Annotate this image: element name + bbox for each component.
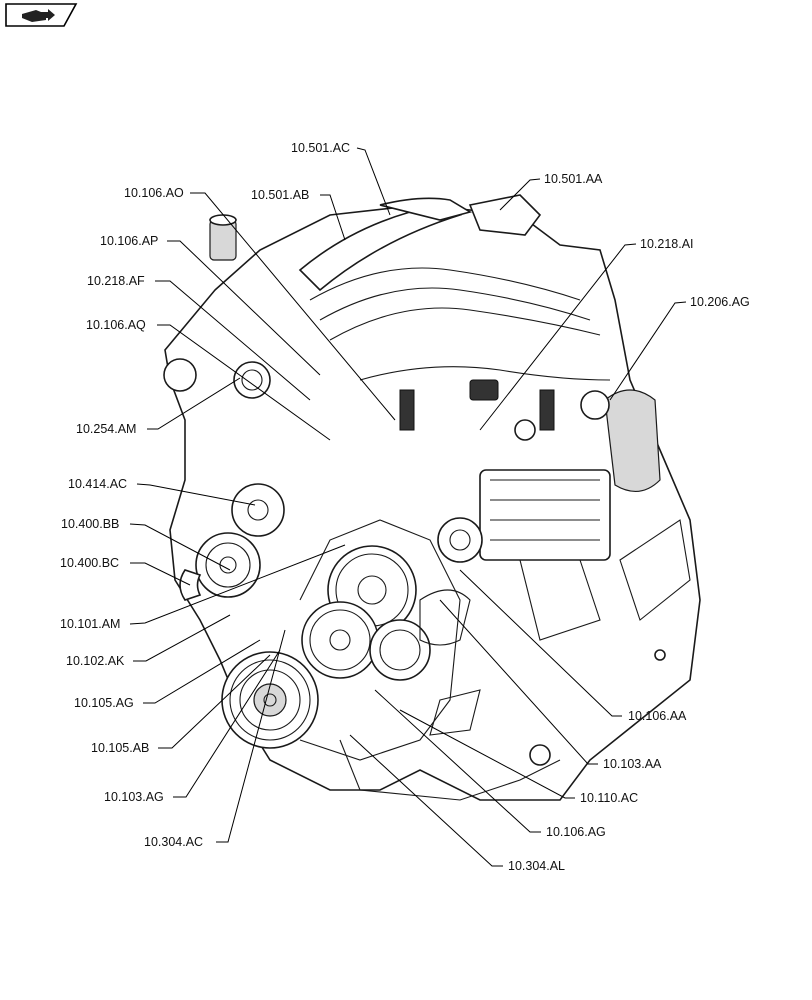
- label-10-304-ac[interactable]: 10.304.AC: [144, 835, 203, 849]
- leader-lines: [129, 147, 687, 867]
- label-10-254-am[interactable]: 10.254.AM: [76, 422, 136, 436]
- label-10-106-ap[interactable]: 10.106.AP: [100, 234, 158, 248]
- label-10-105-ab[interactable]: 10.105.AB: [91, 741, 149, 755]
- label-10-102-ak[interactable]: 10.102.AK: [66, 654, 125, 668]
- callout-labels: 10.501.AC 10.501.AB 10.501.AA 10.106.AO …: [60, 141, 750, 873]
- label-10-110-ac[interactable]: 10.110.AC: [580, 791, 638, 805]
- label-10-218-af[interactable]: 10.218.AF: [87, 274, 145, 288]
- label-10-103-aa[interactable]: 10.103.AA: [603, 757, 662, 771]
- label-10-106-ag[interactable]: 10.106.AG: [546, 825, 606, 839]
- label-10-501-aa[interactable]: 10.501.AA: [544, 172, 603, 186]
- engine-illustration: [163, 194, 701, 801]
- label-10-501-ac[interactable]: 10.501.AC: [291, 141, 350, 155]
- label-10-106-aq[interactable]: 10.106.AQ: [86, 318, 146, 332]
- label-10-400-bc[interactable]: 10.400.BC: [60, 556, 119, 570]
- label-10-501-ab[interactable]: 10.501.AB: [251, 188, 309, 202]
- label-10-400-bb[interactable]: 10.400.BB: [61, 517, 119, 531]
- label-10-105-ag[interactable]: 10.105.AG: [74, 696, 134, 710]
- label-10-206-ag[interactable]: 10.206.AG: [690, 295, 750, 309]
- book-arrow-icon[interactable]: [5, 3, 78, 27]
- label-10-414-ac[interactable]: 10.414.AC: [68, 477, 127, 491]
- label-10-101-am[interactable]: 10.101.AM: [60, 617, 120, 631]
- label-10-106-aa[interactable]: 10.106.AA: [628, 709, 687, 723]
- label-10-106-ao[interactable]: 10.106.AO: [124, 186, 184, 200]
- label-10-304-al[interactable]: 10.304.AL: [508, 859, 565, 873]
- label-10-103-ag[interactable]: 10.103.AG: [104, 790, 164, 804]
- label-10-218-ai[interactable]: 10.218.AI: [640, 237, 694, 251]
